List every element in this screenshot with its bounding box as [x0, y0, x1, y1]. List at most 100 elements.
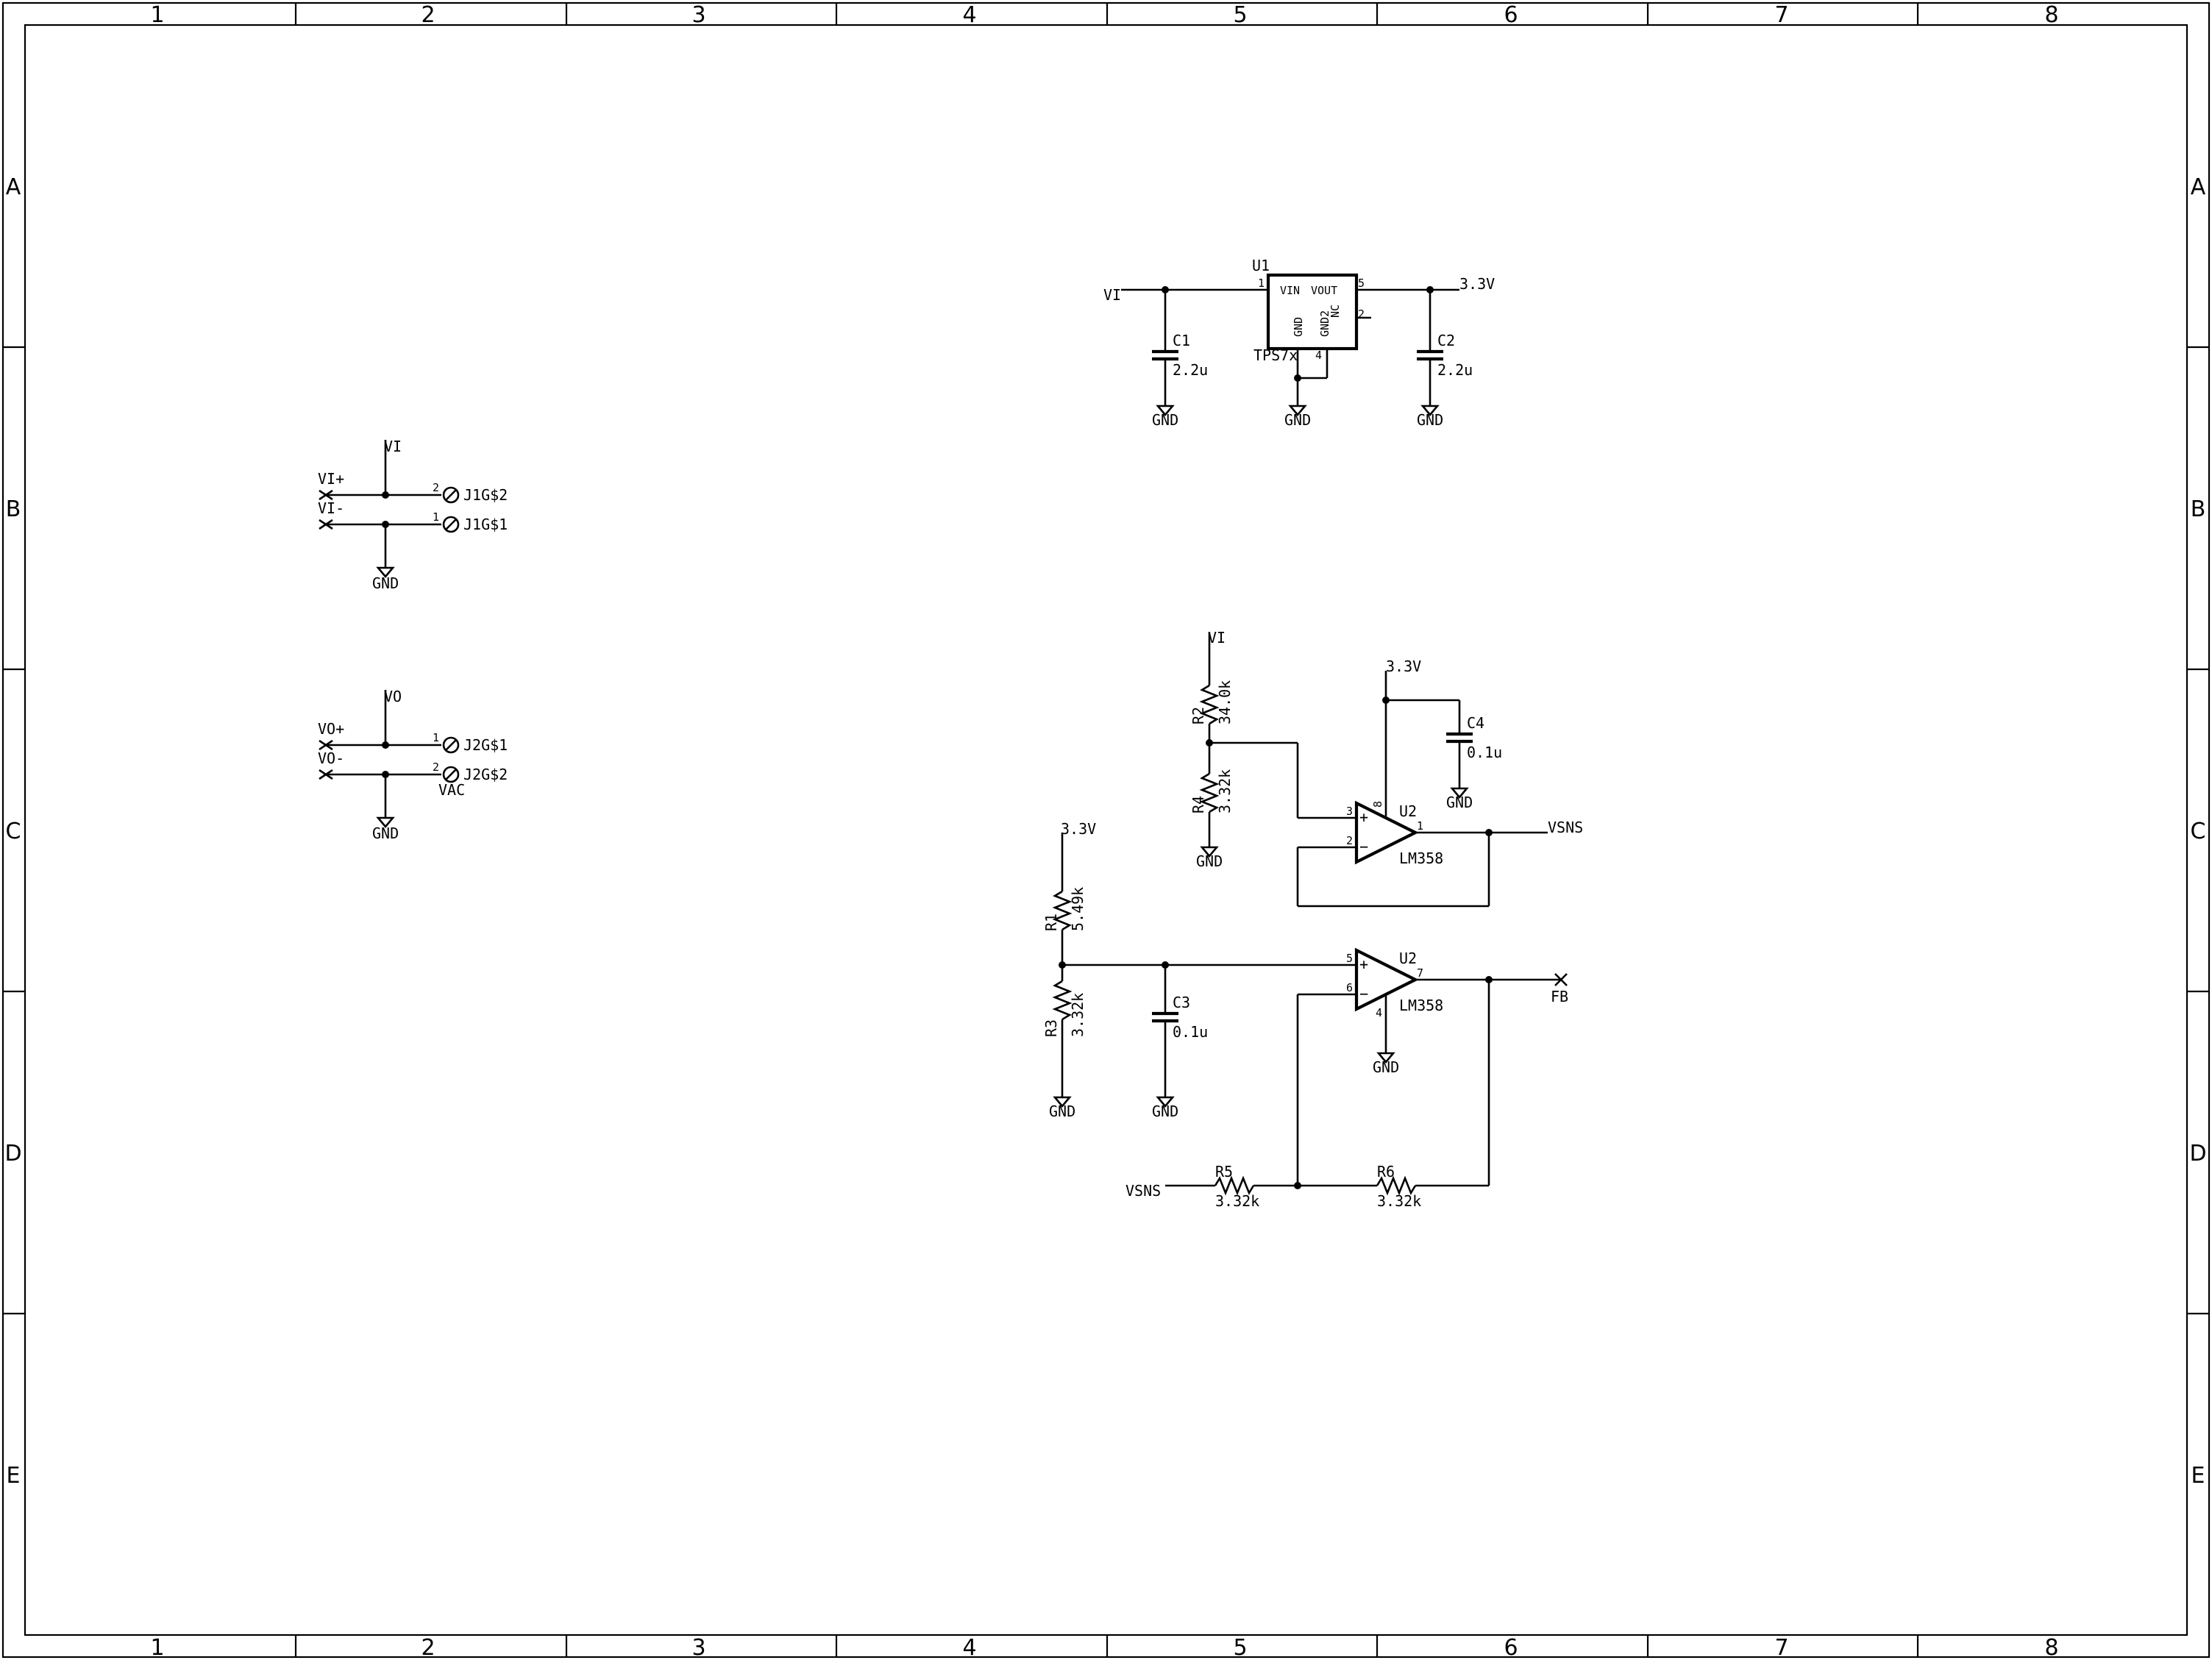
frame-col-top-2: 2	[421, 2, 435, 28]
capacitor-c2[interactable]: GND C2 2.2u	[1417, 290, 1473, 429]
c3-value: 0.1u	[1173, 1023, 1208, 1041]
frame-row-left-e: E	[7, 1463, 21, 1489]
no-connect-x-icon	[319, 519, 333, 530]
c2-value: 2.2u	[1437, 361, 1473, 379]
screw-terminal-icon	[442, 486, 460, 504]
regulator-u1[interactable]: VI VIN VOUT GND GND2 NC 1 5 2 4 U1 TPS7x…	[1103, 257, 1495, 429]
opamp-u2a[interactable]: + − 3 2 1 8 U2 LM358	[1346, 800, 1443, 867]
connector-j2[interactable]: VO VO+ VO- 1 2 J2G$1 J2G$2 VAC GND	[318, 688, 508, 842]
u1-ref: U1	[1252, 257, 1270, 274]
u2b-pin-plus: 5	[1346, 952, 1353, 965]
ground-icon	[1288, 405, 1307, 417]
capacitor-c4[interactable]: GND C4 0.1u	[1446, 700, 1502, 811]
frame-col-bottom-6: 6	[1504, 1635, 1518, 1660]
r3-ref: R3	[1042, 1019, 1060, 1037]
j2-pos-label: VO+	[318, 720, 344, 738]
c4-value: 0.1u	[1467, 744, 1502, 761]
r3-value: 3.32k	[1069, 993, 1087, 1037]
u1-pin-vin: VIN	[1280, 284, 1300, 297]
frame-col-top-6: 6	[1504, 2, 1518, 28]
u1-pin-num-5: 5	[1358, 277, 1365, 290]
no-connect-x-icon	[1554, 973, 1568, 986]
j2-pin-b-name: J2G$2	[463, 766, 508, 783]
r2-ref: R2	[1189, 707, 1207, 724]
frame-col-bottom-5: 5	[1233, 1635, 1247, 1660]
ground-icon	[1156, 1096, 1175, 1108]
net-label-vsns-out: VSNS	[1548, 819, 1583, 836]
frame-row-right-c: C	[2191, 819, 2206, 844]
net-label-vo-j2: VO	[384, 688, 402, 705]
u2a-pin-vcc: 8	[1371, 801, 1384, 808]
opamp-u2b[interactable]: + − 5 6 7 4 U2 LM358	[1346, 947, 1443, 1019]
frame-col-top-5: 5	[1233, 2, 1247, 28]
frame-row-right-e: E	[2191, 1463, 2205, 1489]
r5-ref: R5	[1215, 1163, 1233, 1180]
gnd-label-u2b: GND	[1373, 1058, 1399, 1076]
ground-icon	[1053, 1096, 1072, 1108]
u2b-ref: U2	[1399, 950, 1417, 967]
u1-pin-num-1: 1	[1258, 277, 1265, 290]
net-label-vi-r2: VI	[1208, 629, 1226, 646]
u1-pin-nc: NC	[1329, 304, 1342, 318]
net-label-vi-j1: VI	[384, 438, 402, 455]
frame-col-bottom-2: 2	[421, 1635, 435, 1660]
c2-ref: C2	[1437, 332, 1455, 349]
c3-ref: C3	[1173, 994, 1190, 1011]
ground-icon	[1450, 787, 1469, 799]
capacitor-c1[interactable]: GND C1 2.2u	[1152, 290, 1208, 429]
ground-icon	[1156, 405, 1175, 417]
c1-ref: C1	[1173, 332, 1190, 349]
frame-row-left-c: C	[6, 819, 21, 844]
net-label-3v3-opamp: 3.3V	[1386, 658, 1421, 675]
ground-icon	[1200, 846, 1219, 858]
u1-pin-num-4: 4	[1315, 349, 1322, 362]
u1-pin-num-2: 2	[1358, 307, 1365, 321]
ground-icon	[1420, 405, 1440, 417]
u1-pin-gnd2: GND2	[1318, 310, 1331, 337]
resistor-r6[interactable]: R6 3.32k	[1298, 1163, 1489, 1210]
j1-pin-b-name: J1G$1	[463, 516, 508, 533]
resistor-r4[interactable]: GND R4 3.32k	[1189, 743, 1234, 870]
frame-col-bottom-3: 3	[691, 1635, 705, 1660]
net-label-vsns-in: VSNS	[1125, 1182, 1161, 1200]
u2b-minus-sign: −	[1359, 985, 1368, 1002]
capacitor-c3[interactable]: GND C3 0.1u	[1152, 965, 1208, 1120]
j2-neg-label: VO-	[318, 749, 344, 767]
frame-row-right-d: D	[2189, 1141, 2206, 1166]
gnd-label-u1: GND	[1284, 411, 1311, 429]
u2a-pin-minus: 2	[1346, 834, 1353, 847]
u2a-minus-sign: −	[1359, 838, 1368, 855]
u2b-value: LM358	[1399, 997, 1443, 1014]
resistor-r1[interactable]: R1 5.49k	[1042, 833, 1087, 965]
net-label-vi-reg: VI	[1103, 286, 1121, 304]
j1-neg-label: VI-	[318, 499, 344, 517]
j1-pin-a-num: 2	[433, 481, 439, 494]
r5-value: 3.32k	[1215, 1192, 1259, 1210]
gnd-label-c1: GND	[1152, 411, 1178, 429]
j1-pos-label: VI+	[318, 470, 344, 488]
gnd-label-c3: GND	[1152, 1102, 1178, 1120]
gnd-label-r4: GND	[1196, 852, 1223, 870]
u2a-plus-sign: +	[1359, 808, 1368, 826]
screw-terminal-icon	[442, 736, 460, 754]
frame-row-left-b: B	[6, 496, 21, 522]
connector-j1[interactable]: VI VI+ VI- 2 1 J1G$2 J1G$1 GND	[318, 438, 508, 592]
u2b-plus-sign: +	[1359, 955, 1368, 973]
resistor-r2[interactable]: VI R2 34.0k	[1189, 629, 1234, 743]
frame-row-right-b: B	[2191, 496, 2206, 522]
resistor-r3[interactable]: GND R3 3.32k	[1042, 965, 1087, 1120]
j2-pin-a-name: J2G$1	[463, 736, 508, 754]
no-connect-x-icon	[319, 769, 333, 780]
j1-pin-a-name: J1G$2	[463, 486, 508, 504]
c1-value: 2.2u	[1173, 361, 1208, 379]
u1-value: TPS7x	[1253, 346, 1298, 364]
u2b-pin-minus: 6	[1346, 981, 1353, 994]
frame-col-bottom-1: 1	[150, 1635, 164, 1660]
resistor-r5[interactable]: R5 3.32k	[1165, 1163, 1298, 1210]
net-label-fb: FB	[1551, 988, 1568, 1005]
u2b-pin-gnd: 4	[1376, 1006, 1382, 1019]
net-label-3v3-r1: 3.3V	[1061, 820, 1096, 838]
r6-ref: R6	[1377, 1163, 1395, 1180]
no-connect-x-icon	[319, 489, 333, 501]
